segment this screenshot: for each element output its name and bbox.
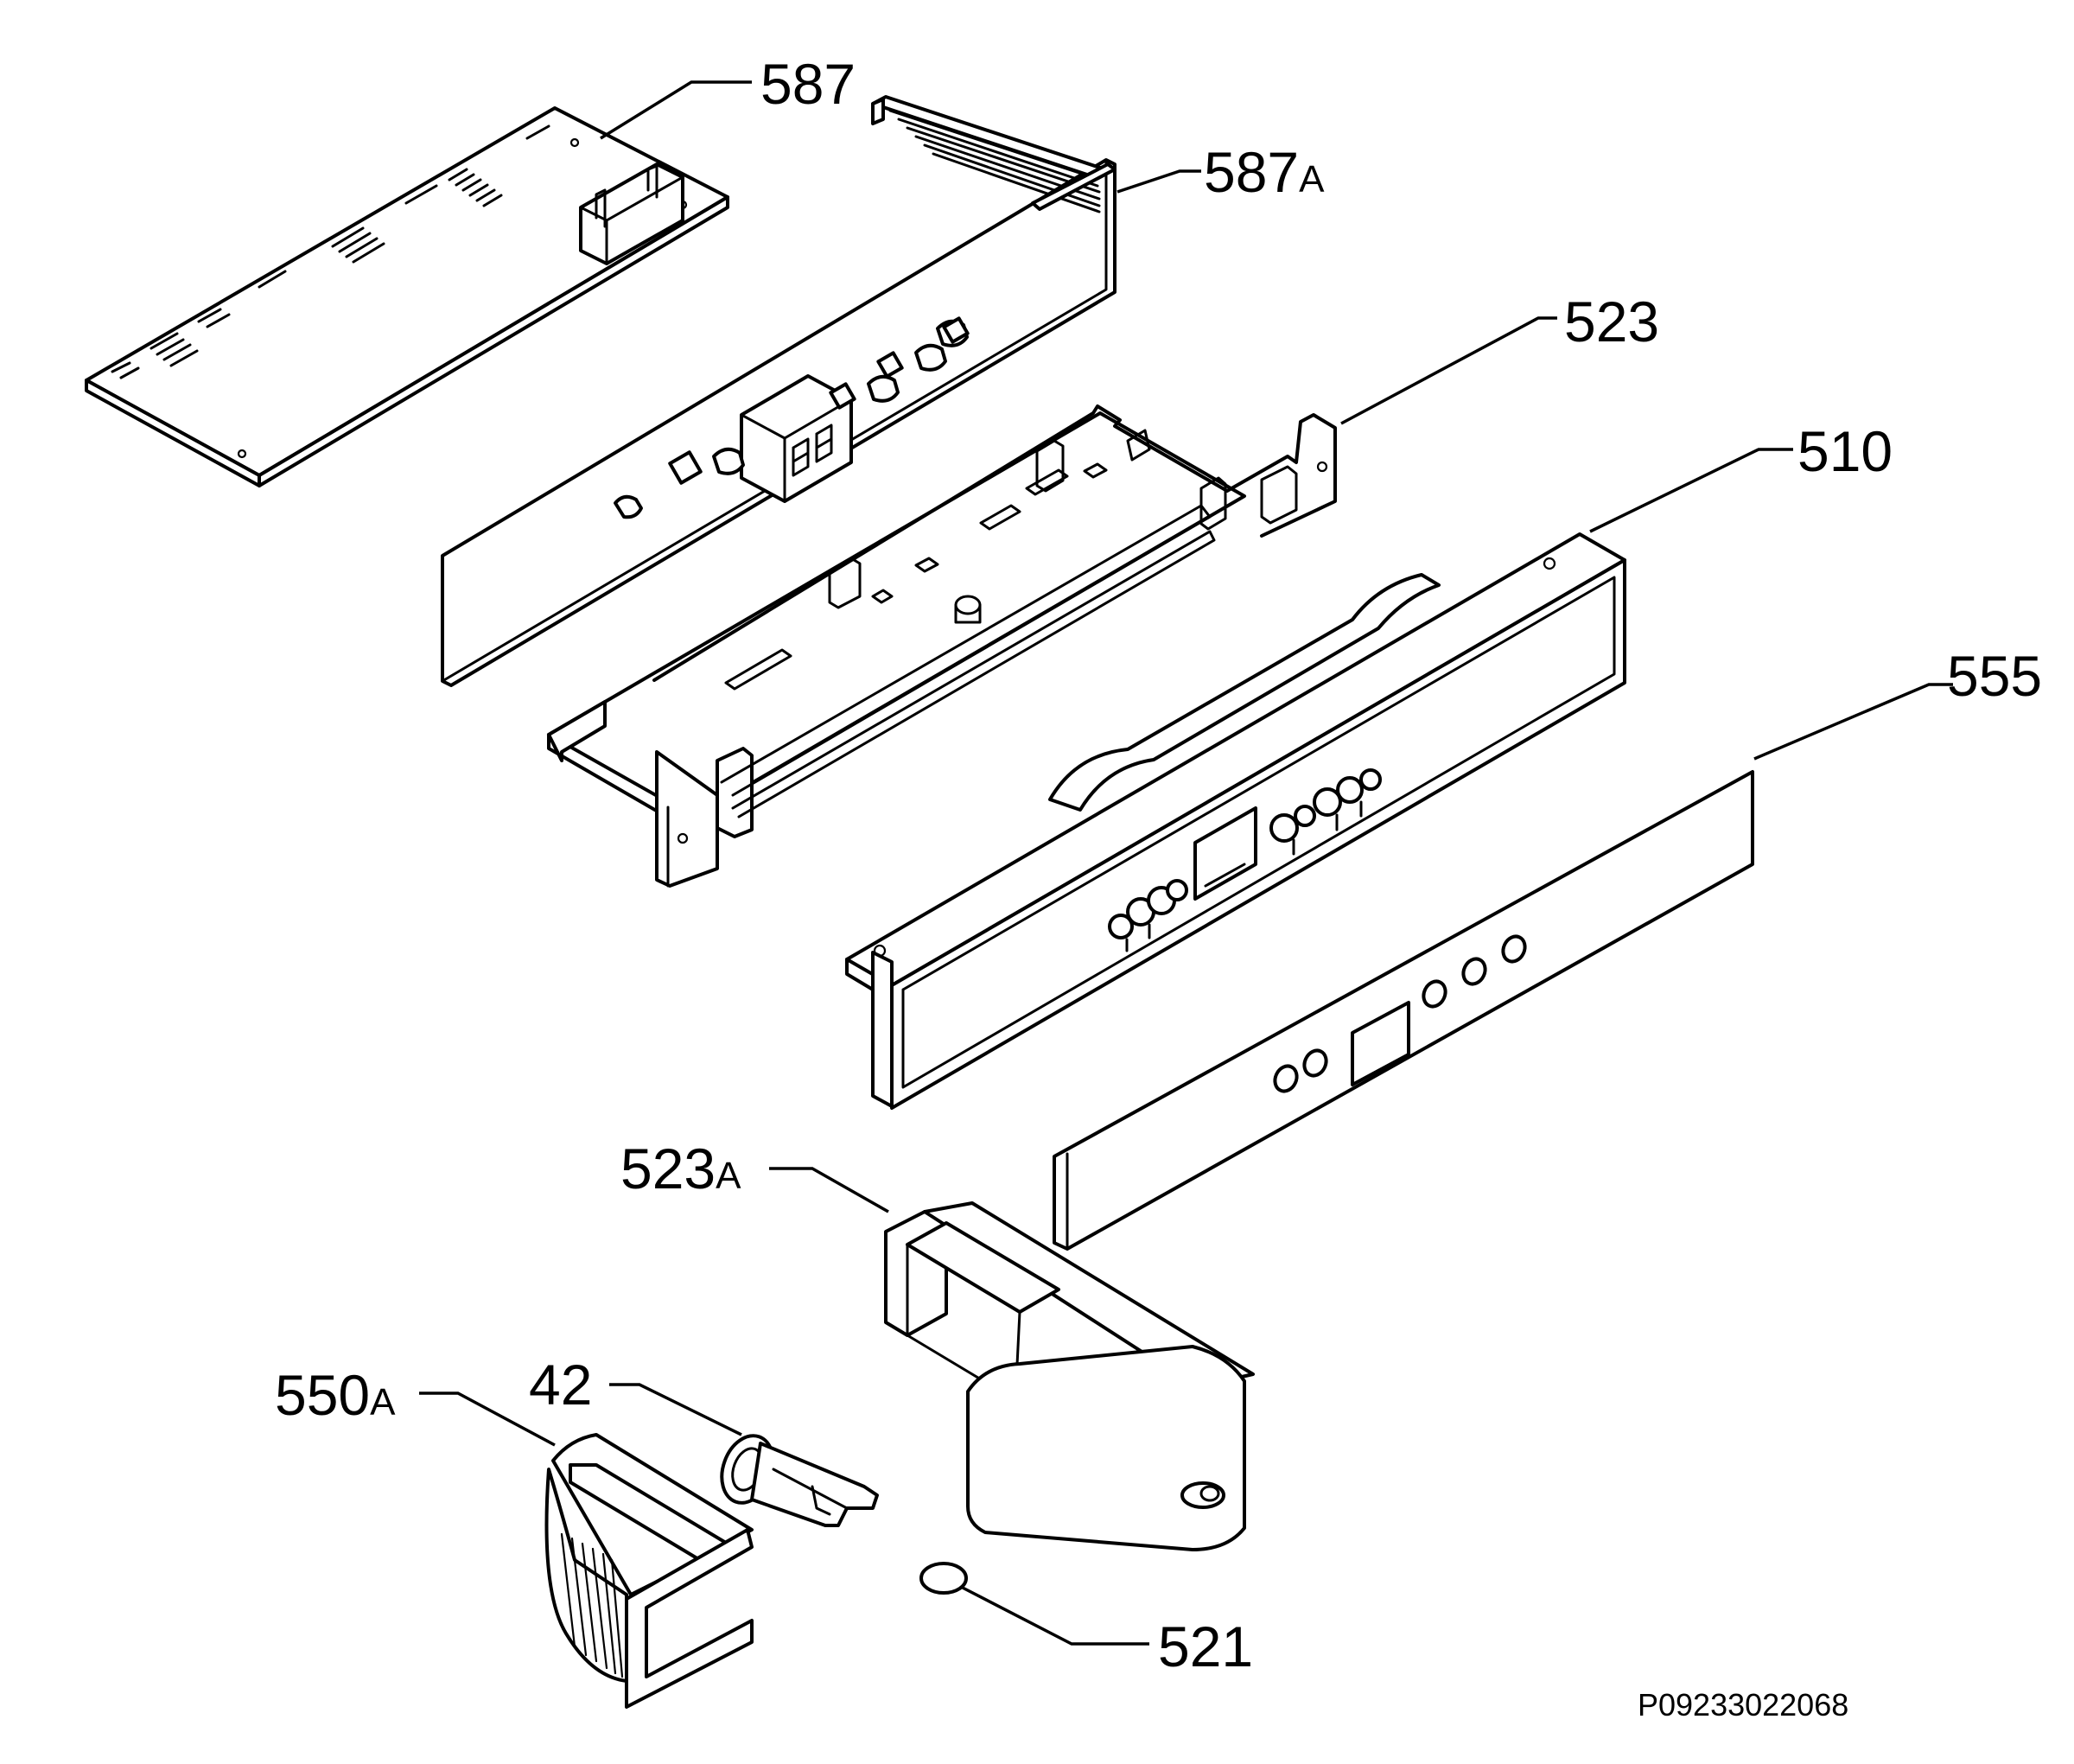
label-523a: 523A — [620, 1137, 741, 1200]
part-587-circuit-board — [85, 106, 729, 487]
label-523: 523 — [1564, 290, 1659, 353]
label-587: 587 — [760, 52, 856, 116]
part-510-control-panel — [845, 532, 1626, 1110]
leader-lines — [419, 80, 1953, 1646]
part-550a-handle-cap — [544, 1433, 754, 1709]
label-555: 555 — [1947, 644, 2042, 708]
part-42-latch — [720, 1434, 879, 1527]
label-510: 510 — [1797, 419, 1893, 483]
part-587a-display-board — [441, 95, 1117, 687]
label-587a: 587A — [1204, 140, 1325, 204]
label-550a: 550A — [275, 1363, 396, 1427]
label-521: 521 — [1158, 1614, 1253, 1678]
part-555-fascia-strip — [1053, 770, 1754, 1251]
part-521-o-ring — [919, 1562, 968, 1595]
part-523a-end-cap — [884, 1201, 1255, 1551]
reference-code: P09233022068 — [1638, 1687, 1848, 1723]
part-523-frame — [547, 404, 1337, 888]
label-42: 42 — [529, 1353, 592, 1417]
part-labels: 587 587A 523 510 555 523A 550A 42 521 P0… — [275, 52, 2042, 1723]
